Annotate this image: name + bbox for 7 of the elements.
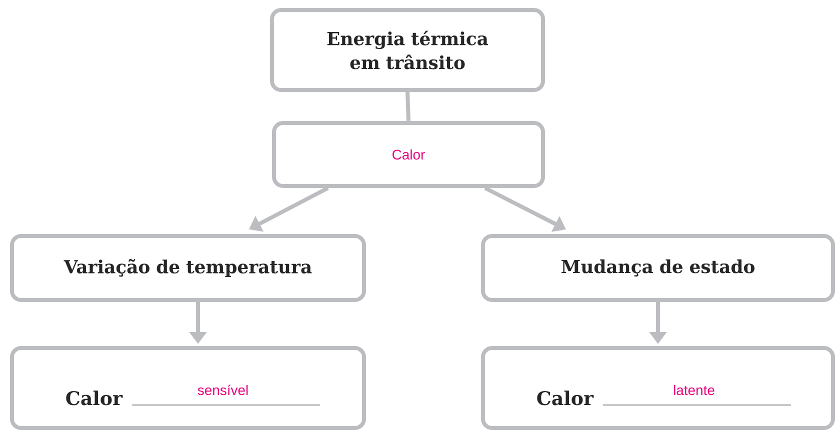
connector-line [406,92,410,122]
concept-box: Variação de temperatura [10,234,366,302]
concept-box: Energia térmica em trânsito [270,8,545,92]
fill-in-box: Calor latente [481,346,835,430]
answer-box: Calor [272,121,545,188]
fill-in-box: Calor sensível [10,346,366,430]
concept-box: Mudança de estado [481,234,835,302]
